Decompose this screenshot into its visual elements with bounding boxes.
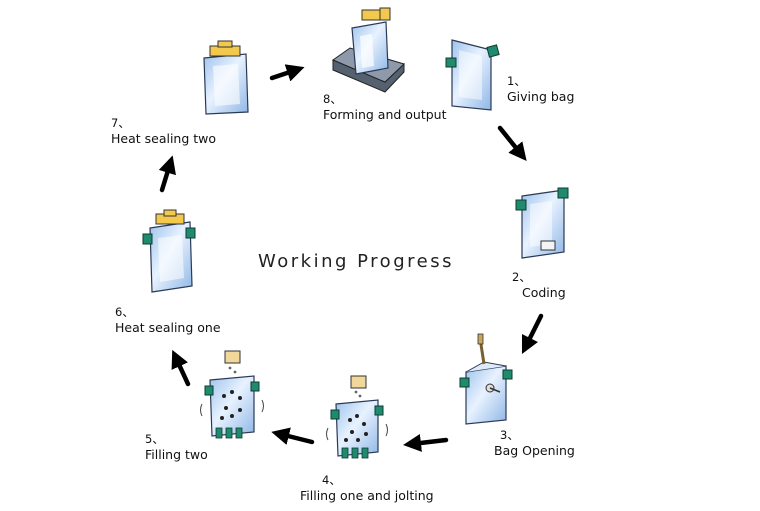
step-text: Heat sealing two xyxy=(111,131,217,146)
filling-one-bag-icon xyxy=(326,375,388,459)
arrow-1-to-2 xyxy=(497,125,527,162)
step-label-4: 4、 Filling one and jolting xyxy=(300,473,434,503)
step-text: Bag Opening xyxy=(494,443,575,458)
step-text: Heat sealing one xyxy=(115,320,221,335)
heat-sealing-two-icon xyxy=(203,40,249,115)
step-number: 2、 xyxy=(512,270,531,284)
arrow-4-to-5 xyxy=(271,427,315,445)
step-text: Coding xyxy=(522,285,566,300)
coding-bag-icon xyxy=(515,187,569,259)
step-label-3: 3、 Bag Opening xyxy=(494,428,575,458)
step-number: 4、 xyxy=(322,473,341,487)
giving-bag-icon xyxy=(445,39,500,111)
step-label-8: 8、 Forming and output xyxy=(323,92,447,122)
step-text: Giving bag xyxy=(507,89,575,104)
step-number: 5、 xyxy=(145,432,164,446)
step-number: 1、 xyxy=(507,74,526,88)
heat-sealing-one-icon xyxy=(142,209,196,293)
arrow-3-to-4 xyxy=(403,434,449,452)
forming-output-machine-icon xyxy=(331,7,405,93)
diagram-title: Working Progress xyxy=(258,251,454,272)
step-label-7: 7、 Heat sealing two xyxy=(111,116,216,146)
step-label-2: 2、 Coding xyxy=(512,270,566,300)
arrow-5-to-6 xyxy=(171,349,191,387)
step-text: Filling two xyxy=(145,447,208,462)
bag-opening-icon xyxy=(459,333,513,425)
step-number: 6、 xyxy=(115,305,134,319)
step-label-1: 1、 Giving bag xyxy=(507,74,574,104)
arrow-2-to-3 xyxy=(521,313,544,355)
filling-two-bag-icon xyxy=(200,350,264,439)
step-text: Filling one and jolting xyxy=(300,488,434,503)
arrow-7-to-8 xyxy=(269,64,305,82)
step-label-6: 6、 Heat sealing one xyxy=(115,305,221,335)
arrow-6-to-7 xyxy=(158,155,176,193)
step-number: 8、 xyxy=(323,92,342,106)
step-label-5: 5、 Filling two xyxy=(145,432,208,462)
step-number: 3、 xyxy=(500,428,519,442)
step-text: Forming and output xyxy=(323,107,447,122)
step-number: 7、 xyxy=(111,116,130,130)
